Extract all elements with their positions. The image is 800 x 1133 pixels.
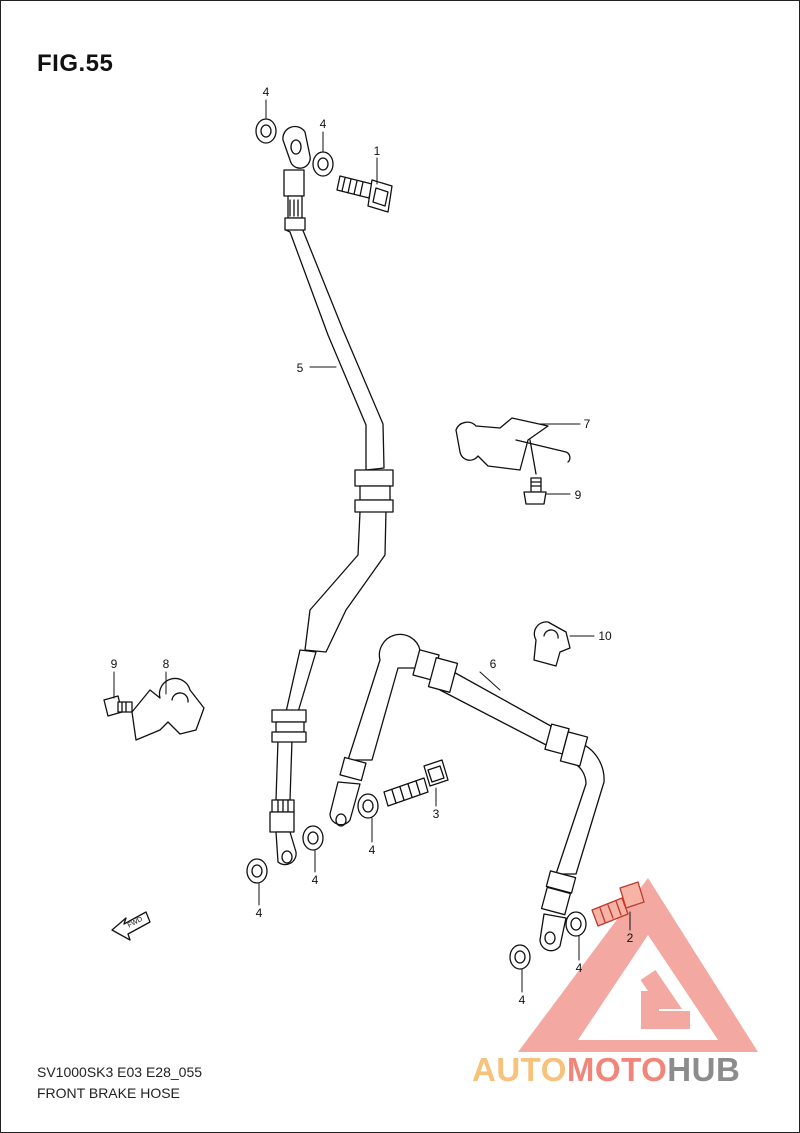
forward-arrow-icon (111, 911, 151, 941)
hose-clip (533, 621, 571, 667)
union-bolt-lower (591, 881, 645, 927)
front-brake-hose-upper (269, 125, 394, 866)
callout-4-g: 4 (519, 993, 526, 1007)
watermark-auto: AUTO (472, 1051, 567, 1088)
bolt-lower-clamp (103, 695, 133, 717)
callout-9-b: 9 (111, 657, 118, 671)
callout-4-d: 4 (312, 873, 319, 887)
figure-code: SV1000SK3 E03 E28_055 (37, 1064, 203, 1080)
bolt-upper-clamp (523, 477, 547, 505)
callout-2: 2 (627, 931, 634, 945)
callout-leaders (113, 99, 631, 993)
hose-clamp-upper (455, 417, 571, 475)
watermark-hub: HUB (667, 1051, 741, 1088)
callout-9-a: 9 (575, 488, 582, 502)
callout-6: 6 (490, 657, 497, 671)
front-brake-hose-lower (329, 633, 605, 952)
watermark-moto: MOTO (566, 1051, 668, 1088)
union-bolt-middle (383, 759, 449, 807)
callout-4-b: 4 (320, 117, 327, 131)
callout-4-c: 4 (369, 843, 376, 857)
watermark-text: AUTOMOTOHUB (472, 1051, 740, 1089)
callout-5: 5 (297, 361, 304, 375)
callout-7: 7 (584, 417, 591, 431)
callout-3: 3 (433, 807, 440, 821)
figure-title: FIG.55 (37, 50, 114, 77)
callout-4-e: 4 (256, 906, 263, 920)
hose-clamp-lower (131, 677, 205, 741)
callout-1: 1 (374, 144, 381, 158)
figure-caption: FRONT BRAKE HOSE (37, 1085, 180, 1101)
watermark-logo (518, 878, 758, 1052)
callout-4-a: 4 (263, 85, 270, 99)
callout-4-f: 4 (576, 961, 583, 975)
callout-8: 8 (163, 657, 170, 671)
callout-10: 10 (598, 629, 612, 643)
gasket-washers (246, 118, 587, 970)
union-bolt-upper (336, 175, 393, 213)
